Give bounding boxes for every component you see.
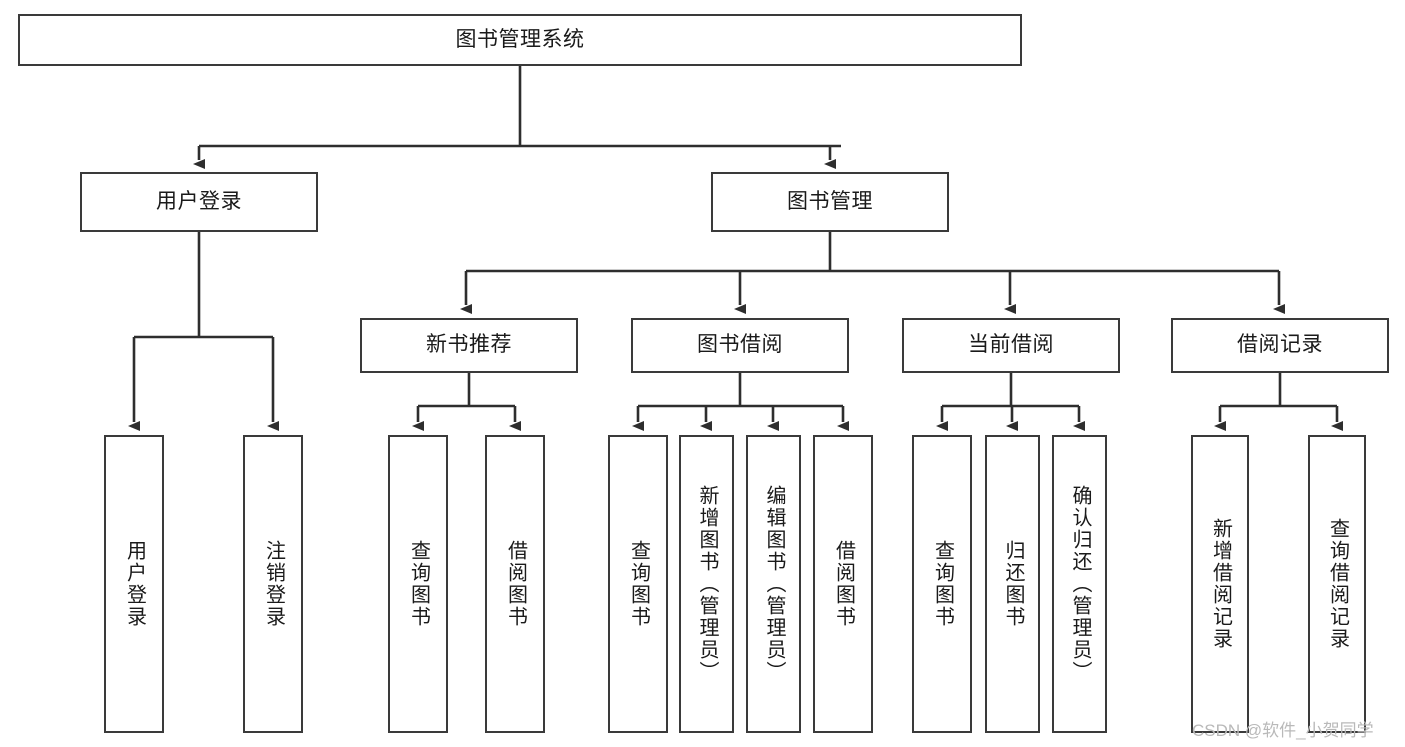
node-borrow-records[interactable]: 借阅记录 [1171,318,1389,373]
node-current-borrow[interactable]: 当前借阅 [902,318,1120,373]
node-new-book-recommend[interactable]: 新书推荐 [360,318,578,373]
leaf-search-book-current[interactable]: 查询图书 [912,435,972,733]
leaf-search-book-current-label: 查询图书 [931,540,954,628]
leaf-add-borrow-record[interactable]: 新增借阅记录 [1191,435,1249,733]
node-root-label: 图书管理系统 [455,27,585,51]
leaf-user-login-label: 用户登录 [123,540,146,628]
leaf-search-book-recommend[interactable]: 查询图书 [388,435,448,733]
leaf-user-login[interactable]: 用户登录 [104,435,164,733]
leaf-search-borrow-record-label: 查询借阅记录 [1326,518,1349,650]
node-user-login-label: 用户登录 [156,189,242,213]
node-borrow-records-label: 借阅记录 [1237,333,1323,357]
leaf-logout[interactable]: 注销登录 [243,435,303,733]
leaf-search-book-recommend-label: 查询图书 [407,540,430,628]
leaf-borrow-book-recommend-label: 借阅图书 [504,540,527,628]
node-book-borrow[interactable]: 图书借阅 [631,318,849,373]
node-root[interactable]: 图书管理系统 [18,14,1022,66]
node-new-book-recommend-label: 新书推荐 [426,333,512,357]
leaf-borrow-book-recommend[interactable]: 借阅图书 [485,435,545,733]
leaf-search-book-borrow[interactable]: 查询图书 [608,435,668,733]
leaf-edit-book-admin-label: 编辑图书（管理员） [763,485,785,683]
node-book-management[interactable]: 图书管理 [711,172,949,232]
node-user-login[interactable]: 用户登录 [80,172,318,232]
leaf-add-borrow-record-label: 新增借阅记录 [1209,518,1232,650]
leaf-return-book[interactable]: 归还图书 [985,435,1040,733]
leaf-add-book-admin[interactable]: 新增图书（管理员） [679,435,734,733]
leaf-borrow-book[interactable]: 借阅图书 [813,435,873,733]
node-book-management-label: 图书管理 [787,189,873,213]
leaf-search-book-borrow-label: 查询图书 [627,540,650,628]
leaf-logout-label: 注销登录 [262,540,285,628]
leaf-confirm-return-admin-label: 确认归还（管理员） [1069,485,1091,683]
leaf-edit-book-admin[interactable]: 编辑图书（管理员） [746,435,801,733]
node-current-borrow-label: 当前借阅 [968,333,1054,357]
leaf-add-book-admin-label: 新增图书（管理员） [696,485,718,683]
node-book-borrow-label: 图书借阅 [697,333,783,357]
leaf-search-borrow-record[interactable]: 查询借阅记录 [1308,435,1366,733]
leaf-return-book-label: 归还图书 [1002,540,1024,628]
leaf-borrow-book-label: 借阅图书 [832,540,855,628]
leaf-confirm-return-admin[interactable]: 确认归还（管理员） [1052,435,1107,733]
csdn-watermark: CSDN @软件_小贺同学 [1192,721,1374,740]
